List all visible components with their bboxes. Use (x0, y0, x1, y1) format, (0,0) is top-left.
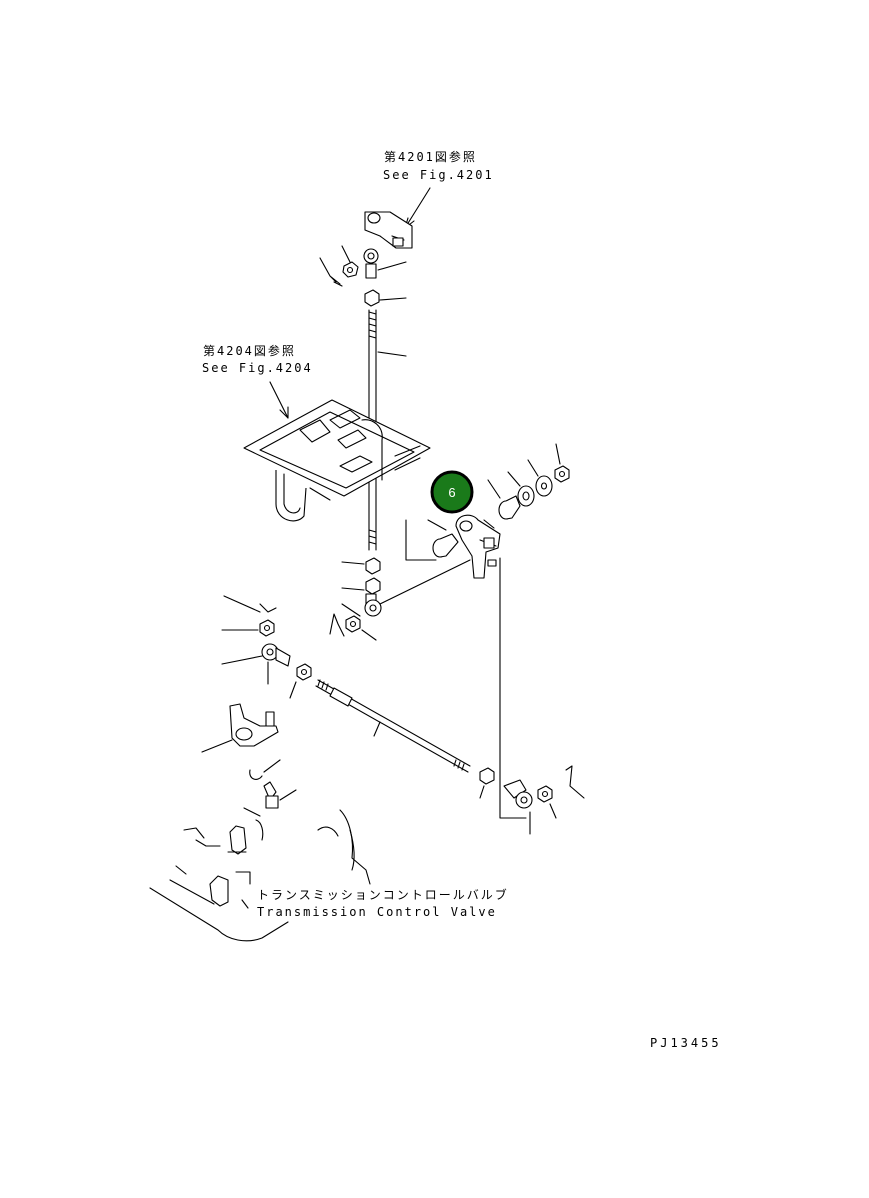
rod-end-right (503, 779, 533, 809)
valve-label-jp: トランスミッションコントロールバルブ (257, 887, 509, 902)
fig4204-reference-jp: 第4204図参照 (203, 343, 296, 358)
leader-line (341, 561, 365, 565)
upper-nut-left (342, 261, 359, 278)
link-line (379, 559, 471, 605)
callout-part-6[interactable]: 6 (430, 470, 474, 514)
leader-line (201, 739, 233, 753)
leader-line (377, 261, 407, 271)
leader-line (341, 245, 351, 263)
callout-ring (430, 470, 474, 514)
leader-line (279, 789, 297, 801)
valve-label-en: Transmission Control Valve (257, 905, 497, 919)
fig4201-reference-en: See Fig.4201 (383, 168, 494, 182)
fig4204-leader-arrow (269, 381, 289, 419)
snap-ring (249, 769, 263, 780)
leader-line (341, 603, 361, 617)
lower-rod-nut-2 (365, 577, 381, 595)
nut-left-rod (296, 663, 312, 681)
valve-bolt (263, 781, 279, 809)
leader-line (361, 629, 377, 641)
lower-rod-end-nut (345, 615, 361, 633)
leader-line (549, 803, 557, 819)
rod-end-left (261, 643, 291, 667)
leader-line (263, 759, 281, 773)
leader-line (373, 721, 381, 737)
fig4204-arrowhead (279, 406, 289, 419)
link-line-vertical (499, 557, 527, 819)
leader-line (405, 519, 437, 561)
leader-line (379, 297, 407, 301)
washer-2 (535, 475, 553, 497)
nut-right-lower (537, 785, 553, 803)
leader-line (527, 459, 539, 477)
fig4201-reference-jp: 第4201図参照 (384, 149, 477, 164)
nut-right-rod (479, 767, 495, 785)
leader-line (341, 587, 365, 591)
drawing-number: PJ13455 (650, 1036, 722, 1050)
leader-line (507, 471, 521, 487)
leader-line (427, 519, 447, 531)
leader-line (289, 681, 297, 699)
leader-line (483, 519, 495, 529)
cotter-pin-left (223, 595, 277, 613)
upper-rod-end (363, 248, 379, 279)
leader-line (221, 655, 263, 665)
upper-nut-mid (364, 289, 380, 307)
bushing-left (432, 533, 459, 558)
callout-number: 6 (448, 485, 455, 500)
cotter-pin-right (565, 765, 585, 799)
nut-left-lower (259, 619, 275, 637)
upper-lever-bracket (364, 211, 413, 249)
leader-line (377, 351, 407, 357)
fig4201-leader-arrow (404, 187, 431, 229)
leader-line (555, 443, 561, 465)
leader-line (333, 281, 343, 287)
bushing-right (498, 495, 521, 520)
valve-lever (229, 703, 279, 747)
washer-1 (517, 485, 535, 507)
cotter-pin-mid (329, 613, 345, 637)
lower-rod-nut (365, 557, 381, 575)
fig4204-reference-en: See Fig.4204 (202, 361, 313, 375)
cotter-pin-upper (319, 257, 341, 285)
diagonal-rod (315, 679, 471, 773)
control-box-assembly (243, 399, 431, 522)
leader-line (487, 479, 501, 499)
nut-end-bellcrank (554, 465, 570, 483)
lower-rod-end (364, 593, 382, 617)
bellcrank-lever (455, 514, 501, 579)
leader-line (479, 785, 485, 799)
transmission-control-valve-body (149, 807, 371, 942)
